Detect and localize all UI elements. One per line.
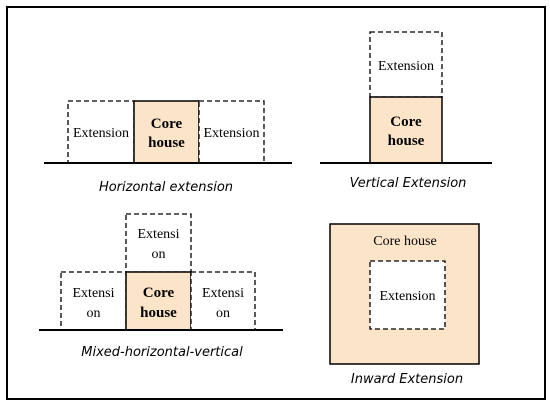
core-label-line1: Core: [151, 116, 183, 132]
right-extension-label: Extension: [204, 126, 260, 141]
top-extension-label-line2: on: [152, 247, 166, 262]
top-extension-label-line1: Extensi: [138, 227, 180, 242]
left-extension-label-line2: on: [87, 306, 101, 321]
left-extension-box: [67, 100, 135, 164]
caption-mixed: Mixed-horizontal-vertical: [81, 345, 243, 360]
top-extension-box: [125, 213, 192, 273]
panel-inward: Core house Extension Inward Extension: [329, 223, 480, 387]
caption-inward: Inward Extension: [351, 372, 463, 387]
core-label-line2: house: [388, 133, 425, 149]
panel-vertical: Extension Core house Vertical Extension: [320, 31, 492, 191]
core-house-box: [133, 100, 200, 164]
core-label-line1: Core: [143, 285, 175, 301]
core-label-line1: Core: [390, 114, 422, 130]
caption-vertical: Vertical Extension: [350, 176, 467, 191]
left-extension-box: [60, 271, 127, 331]
panel-horizontal: Extension Core house Extension Horizonta…: [44, 100, 292, 195]
right-extension-box: [190, 271, 256, 331]
inner-extension-label: Extension: [380, 289, 436, 304]
core-label-line2: house: [140, 305, 177, 321]
top-extension-label: Extension: [378, 59, 434, 74]
core-label-line2: house: [148, 135, 185, 151]
panel-mixed: Extensi on Extensi on Core house Extensi…: [39, 213, 283, 360]
left-extension-label: Extension: [73, 126, 129, 141]
caption-horizontal: Horizontal extension: [99, 180, 233, 195]
core-house-box: [369, 96, 443, 164]
right-extension-label-line1: Extensi: [202, 286, 244, 301]
core-house-label: Core house: [373, 234, 436, 249]
core-house-box: [125, 271, 192, 331]
inner-extension-box: [369, 260, 446, 330]
right-extension-box: [198, 100, 265, 164]
right-extension-label-line2: on: [216, 306, 230, 321]
left-extension-label-line1: Extensi: [73, 286, 115, 301]
